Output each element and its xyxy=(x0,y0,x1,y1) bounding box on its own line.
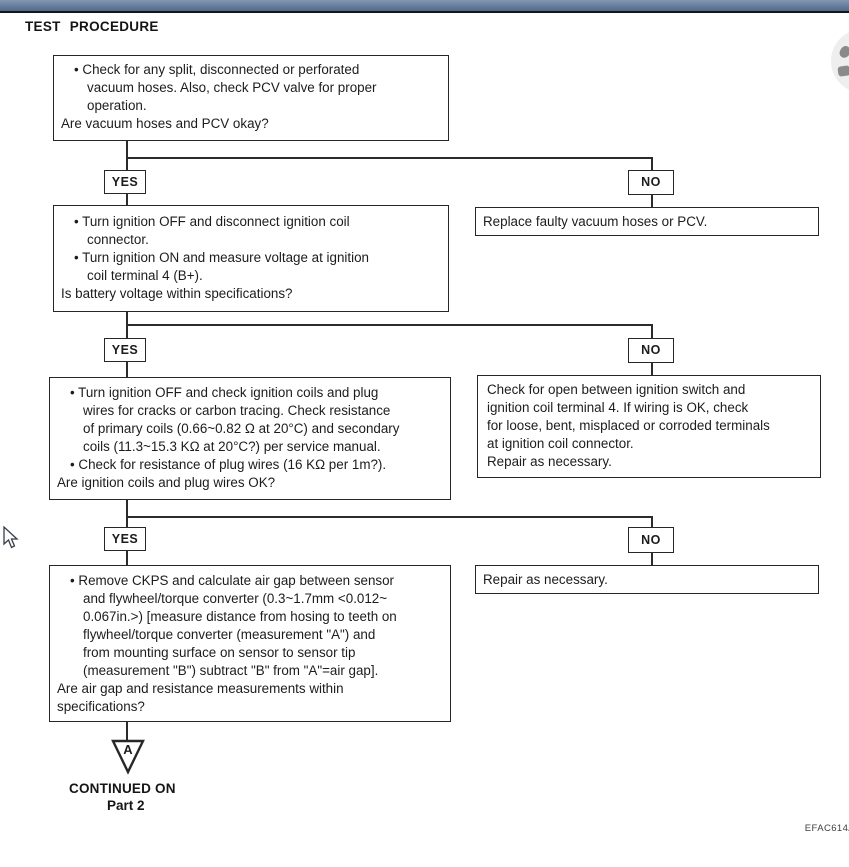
connector-line xyxy=(126,721,128,740)
step4-line: 0.067in.>) [measure distance from hosing… xyxy=(83,609,397,624)
step4-line: • Remove CKPS and calculate air gap betw… xyxy=(70,573,395,588)
step3-line: coils (11.3~15.3 KΩ at 20°C?) per servic… xyxy=(83,439,381,454)
no-result-line: Check for open between ignition switch a… xyxy=(487,382,746,397)
floating-widget-button[interactable] xyxy=(831,29,849,93)
step1-line: operation. xyxy=(87,98,147,113)
flow-step-box-1: • Check for any split, disconnected or p… xyxy=(53,55,449,141)
connector-line xyxy=(651,324,653,338)
connector-line xyxy=(126,157,653,159)
connector-line xyxy=(126,550,128,565)
flow-step-box-3: • Turn ignition OFF and check ignition c… xyxy=(49,377,451,500)
no-result-box-2: Check for open between ignition switch a… xyxy=(477,375,821,478)
step4-line: and flywheel/torque converter (0.3~1.7mm… xyxy=(83,591,388,606)
no-result-line: at ignition coil connector. xyxy=(487,436,634,451)
widget-glyph-icon xyxy=(837,44,849,60)
no-result-box-3: Repair as necessary. xyxy=(475,565,819,594)
off-page-connector-a: A xyxy=(111,739,145,775)
no-result-line: Repair as necessary. xyxy=(483,572,608,587)
connector-line xyxy=(651,516,653,527)
step1-line: • Check for any split, disconnected or p… xyxy=(74,62,360,77)
mouse-cursor-icon xyxy=(3,526,19,549)
step4-line: flywheel/torque converter (measurement "… xyxy=(83,627,376,642)
no-result-line: ignition coil terminal 4. If wiring is O… xyxy=(487,400,749,415)
step3-line: of primary coils (0.66~0.82 Ω at 20°C) a… xyxy=(83,421,400,436)
page-title: TEST PROCEDURE xyxy=(25,19,159,34)
connector-label: A xyxy=(123,742,133,757)
no-tag-1: NO xyxy=(628,170,674,195)
step2-line: connector. xyxy=(87,232,149,247)
step3-line: • Turn ignition OFF and check ignition c… xyxy=(70,385,379,400)
connector-line xyxy=(126,324,653,326)
step3-line: • Check for resistance of plug wires (16… xyxy=(70,457,387,472)
flow-step-box-2: • Turn ignition OFF and disconnect ignit… xyxy=(53,205,449,312)
step3-line: wires for cracks or carbon tracing. Chec… xyxy=(83,403,391,418)
connector-line xyxy=(651,157,653,171)
connector-line xyxy=(126,361,128,377)
titlebar-divider xyxy=(0,11,849,13)
no-result-line: Replace faulty vacuum hoses or PCV. xyxy=(483,214,708,229)
flow-step-box-4: • Remove CKPS and calculate air gap betw… xyxy=(49,565,451,722)
connector-line xyxy=(126,141,128,171)
step1-line: vacuum hoses. Also, check PCV valve for … xyxy=(87,80,377,95)
step4-question: specifications? xyxy=(57,699,145,714)
yes-tag-3: YES xyxy=(104,527,146,551)
step2-line: coil terminal 4 (B+). xyxy=(87,268,203,283)
step2-line: • Turn ignition OFF and disconnect ignit… xyxy=(74,214,350,229)
yes-tag-2: YES xyxy=(104,338,146,362)
no-tag-3: NO xyxy=(628,527,674,553)
step4-line: from mounting surface on sensor to senso… xyxy=(83,645,356,660)
step2-line: • Turn ignition ON and measure voltage a… xyxy=(74,250,369,265)
step3-question: Are ignition coils and plug wires OK? xyxy=(57,475,276,490)
step4-question: Are air gap and resistance measurements … xyxy=(57,681,344,696)
connector-line xyxy=(651,552,653,565)
step4-line: (measurement "B") subtract "B" from "A"=… xyxy=(83,663,379,678)
step2-question: Is battery voltage within specifications… xyxy=(61,286,293,301)
connector-line xyxy=(126,499,128,527)
window-titlebar-sliver xyxy=(0,0,849,11)
step1-question: Are vacuum hoses and PCV okay? xyxy=(61,116,269,131)
continued-part-label: Part 2 xyxy=(107,798,145,813)
connector-line xyxy=(126,516,653,518)
no-result-box-1: Replace faulty vacuum hoses or PCV. xyxy=(475,207,819,236)
widget-glyph-icon xyxy=(837,65,849,77)
connector-line xyxy=(651,362,653,375)
no-tag-2: NO xyxy=(628,338,674,363)
yes-tag-1: YES xyxy=(104,170,146,194)
no-result-line: for loose, bent, misplaced or corroded t… xyxy=(487,418,770,433)
continued-on-label: CONTINUED ON xyxy=(69,781,176,796)
connector-line xyxy=(126,193,128,206)
document-code: EFAC614A xyxy=(804,823,849,834)
no-result-line: Repair as necessary. xyxy=(487,454,612,469)
connector-line xyxy=(651,194,653,208)
